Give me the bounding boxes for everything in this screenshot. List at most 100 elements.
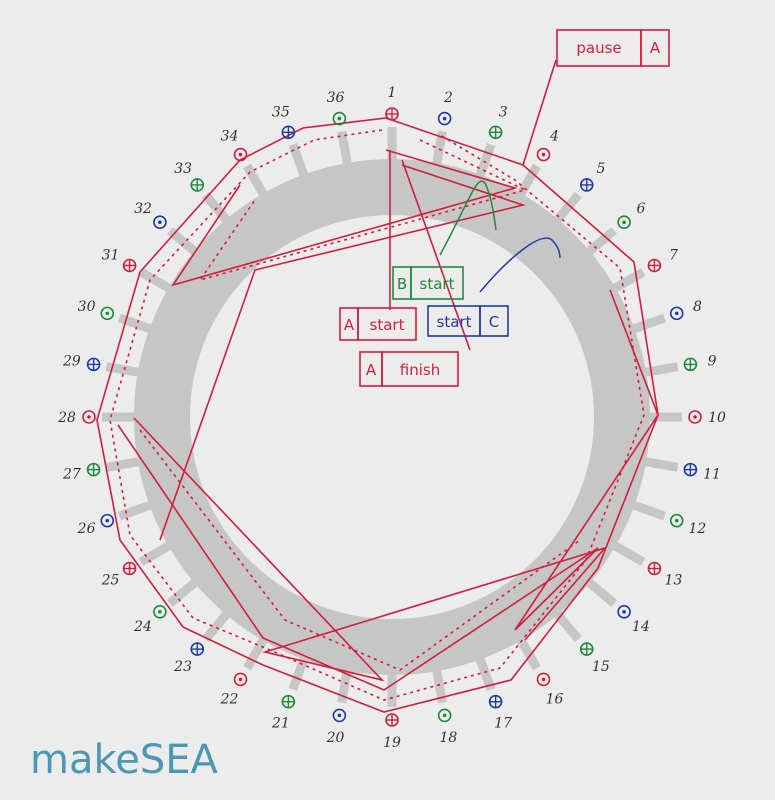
stator-tooth	[610, 268, 646, 294]
pause-phase-box-frame	[640, 29, 670, 67]
slot-marker-23-plus-icon	[190, 642, 205, 656]
slot-marker-7-plus-icon	[647, 258, 662, 273]
stator-tooth	[642, 456, 679, 472]
stator-tooth	[642, 362, 679, 378]
slot-marker-19-plus-icon	[385, 713, 399, 727]
slot-number-16: 16	[546, 691, 564, 707]
slot-number-6: 6	[637, 201, 646, 217]
slot-marker-12-dot-icon	[669, 513, 684, 528]
slot-marker-22-dot-icon	[233, 672, 248, 687]
c-start-label-box: start C	[427, 305, 509, 337]
stator-tooth	[138, 268, 174, 294]
slot-marker-17-plus-icon	[488, 694, 503, 709]
stator-tooth	[584, 577, 618, 607]
slot-number-12: 12	[688, 521, 706, 537]
slot-number-36: 36	[327, 90, 345, 106]
slot-number-19: 19	[383, 735, 401, 751]
slot-marker-27-plus-icon	[86, 462, 101, 477]
b-phase-text: B	[397, 275, 407, 293]
a-phase-text: A	[344, 316, 355, 334]
slot-number-23: 23	[173, 659, 192, 675]
stator-teeth	[102, 127, 682, 707]
slot-marker-6-dot-icon	[617, 215, 631, 230]
winding-a-span-1	[171, 149, 518, 287]
slot-number-10: 10	[708, 410, 726, 426]
slot-marker-30-dot-icon	[100, 306, 115, 321]
slot-number-3: 3	[499, 105, 508, 121]
slot-marker-25-plus-icon	[122, 561, 137, 576]
slot-marker-4-dot-icon	[536, 147, 551, 162]
a-finish-phase-text: A	[366, 361, 377, 379]
slot-marker-20-dot-icon	[332, 708, 347, 723]
stator-tooth	[166, 577, 200, 607]
pause-label-box: pause A	[556, 29, 670, 67]
slot-number-28: 28	[57, 410, 76, 426]
stator-tooth	[552, 609, 582, 643]
slot-marker-18-dot-icon	[437, 708, 452, 723]
pause-phase-text: A	[650, 39, 661, 57]
stator-ring	[134, 159, 650, 675]
slot-marker-16-dot-icon	[536, 672, 551, 687]
winding-a-lead-pause	[522, 59, 557, 166]
slot-marker-33-plus-icon	[190, 178, 205, 192]
slot-number-33: 33	[174, 161, 192, 177]
slot-marker-8-dot-icon	[669, 306, 684, 321]
stator-tooth	[584, 227, 618, 257]
slot-marker-26-dot-icon	[100, 513, 115, 528]
slot-number-7: 7	[669, 248, 678, 264]
slot-marker-36-dot-icon	[332, 111, 347, 126]
winding-a-span-2	[159, 164, 526, 541]
slot-number-29: 29	[62, 354, 81, 370]
a-finish-box-frame	[381, 351, 459, 387]
a-finish-label-box: A finish	[359, 351, 459, 387]
stator-tooth	[105, 456, 142, 472]
slot-number-14: 14	[632, 619, 650, 635]
slot-number-9: 9	[708, 354, 717, 370]
stator-tooth	[337, 130, 353, 167]
a-start-box-frame	[357, 307, 417, 341]
winding-a-span-4	[133, 417, 608, 682]
phase-b-lead	[439, 180, 497, 256]
a-start-label-box: A start	[339, 307, 417, 341]
winding-a-span-5	[198, 139, 528, 282]
c-start-text: start	[437, 313, 472, 331]
slot-marker-15-plus-icon	[579, 642, 594, 656]
c-phase-text: C	[489, 313, 499, 331]
slot-marker-28-dot-icon	[82, 410, 96, 424]
slot-number-4: 4	[549, 129, 559, 145]
pause-text: pause	[576, 39, 621, 57]
slot-number-27: 27	[62, 466, 81, 482]
slot-marker-2-dot-icon	[437, 111, 452, 126]
stator-core	[102, 127, 682, 707]
slot-marker-10-dot-icon	[688, 410, 702, 424]
slot-number-1: 1	[388, 85, 397, 101]
phase-c-lead	[479, 237, 561, 293]
slot-number-26: 26	[77, 521, 96, 537]
slot-markers	[82, 107, 702, 727]
logo-sea: SEA	[140, 737, 219, 783]
logo-make: make	[30, 737, 140, 783]
winding-a-path-1	[96, 117, 659, 713]
slot-marker-32-dot-icon	[153, 215, 167, 230]
winding-a-span-3	[117, 289, 659, 691]
slot-number-22: 22	[220, 691, 239, 707]
slot-number-13: 13	[665, 573, 683, 589]
b-start-text: start	[420, 275, 455, 293]
slot-number-2: 2	[443, 90, 453, 106]
stator-tooth	[117, 499, 154, 521]
a-start-text: start	[370, 316, 405, 334]
slot-number-11: 11	[703, 466, 721, 482]
slot-number-17: 17	[494, 715, 512, 731]
slot-marker-14-dot-icon	[617, 604, 631, 619]
stator-tooth	[243, 163, 269, 199]
stator-tooth	[117, 313, 154, 335]
stator-tooth	[552, 191, 582, 225]
slot-marker-31-plus-icon	[122, 258, 137, 273]
slot-marker-34-dot-icon	[233, 147, 248, 162]
stator-tooth	[243, 635, 269, 671]
slot-number-25: 25	[101, 573, 120, 589]
phase-a-winding	[96, 59, 659, 713]
slot-number-32: 32	[134, 201, 152, 217]
